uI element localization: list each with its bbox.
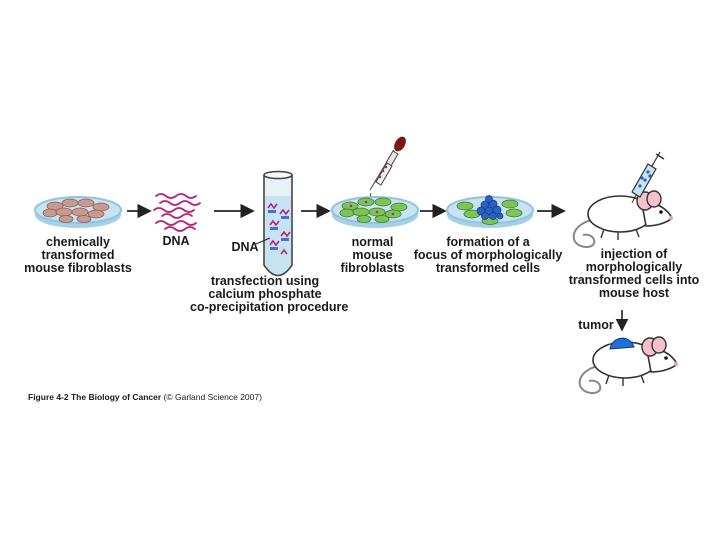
caption-title: Figure 4-2 The Biology of Cancer: [28, 392, 162, 402]
pipette-bulb: [394, 136, 406, 152]
petri-dish-transformed: [34, 196, 122, 228]
mouse-injection: [572, 151, 673, 249]
dna-pointer: [255, 237, 271, 245]
caption-credit: (© Garland Science 2007): [161, 392, 262, 402]
test-tube: [263, 170, 293, 277]
pipette: [369, 136, 406, 199]
brown-cells: [42, 198, 110, 223]
blue-focus: [476, 195, 504, 220]
petri-dish-normal: [331, 196, 419, 228]
dna-precipitate: [267, 202, 291, 255]
label-normal-fibroblasts: normal mouse fibroblasts: [340, 235, 405, 275]
petri-dish-focus: [446, 195, 534, 228]
label-injection: injection of morphologically transformed…: [568, 247, 700, 300]
label-tumor: tumor: [578, 318, 614, 332]
syringe: [631, 151, 665, 204]
tumor-mass: [609, 337, 635, 350]
figure-caption: Figure 4-2 The Biology of Cancer (© Garl…: [28, 392, 262, 402]
label-transfection: transfection using calcium phosphate co-…: [190, 274, 349, 314]
mouse-tumor: [578, 336, 678, 395]
label-chemically-transformed: chemically transformed mouse fibroblasts: [24, 235, 132, 275]
dna-strands: [153, 193, 201, 232]
label-focus-formation: formation of a focus of morphologically …: [413, 235, 563, 275]
label-dna-1: DNA: [162, 234, 190, 248]
label-dna-2: DNA: [231, 240, 259, 254]
